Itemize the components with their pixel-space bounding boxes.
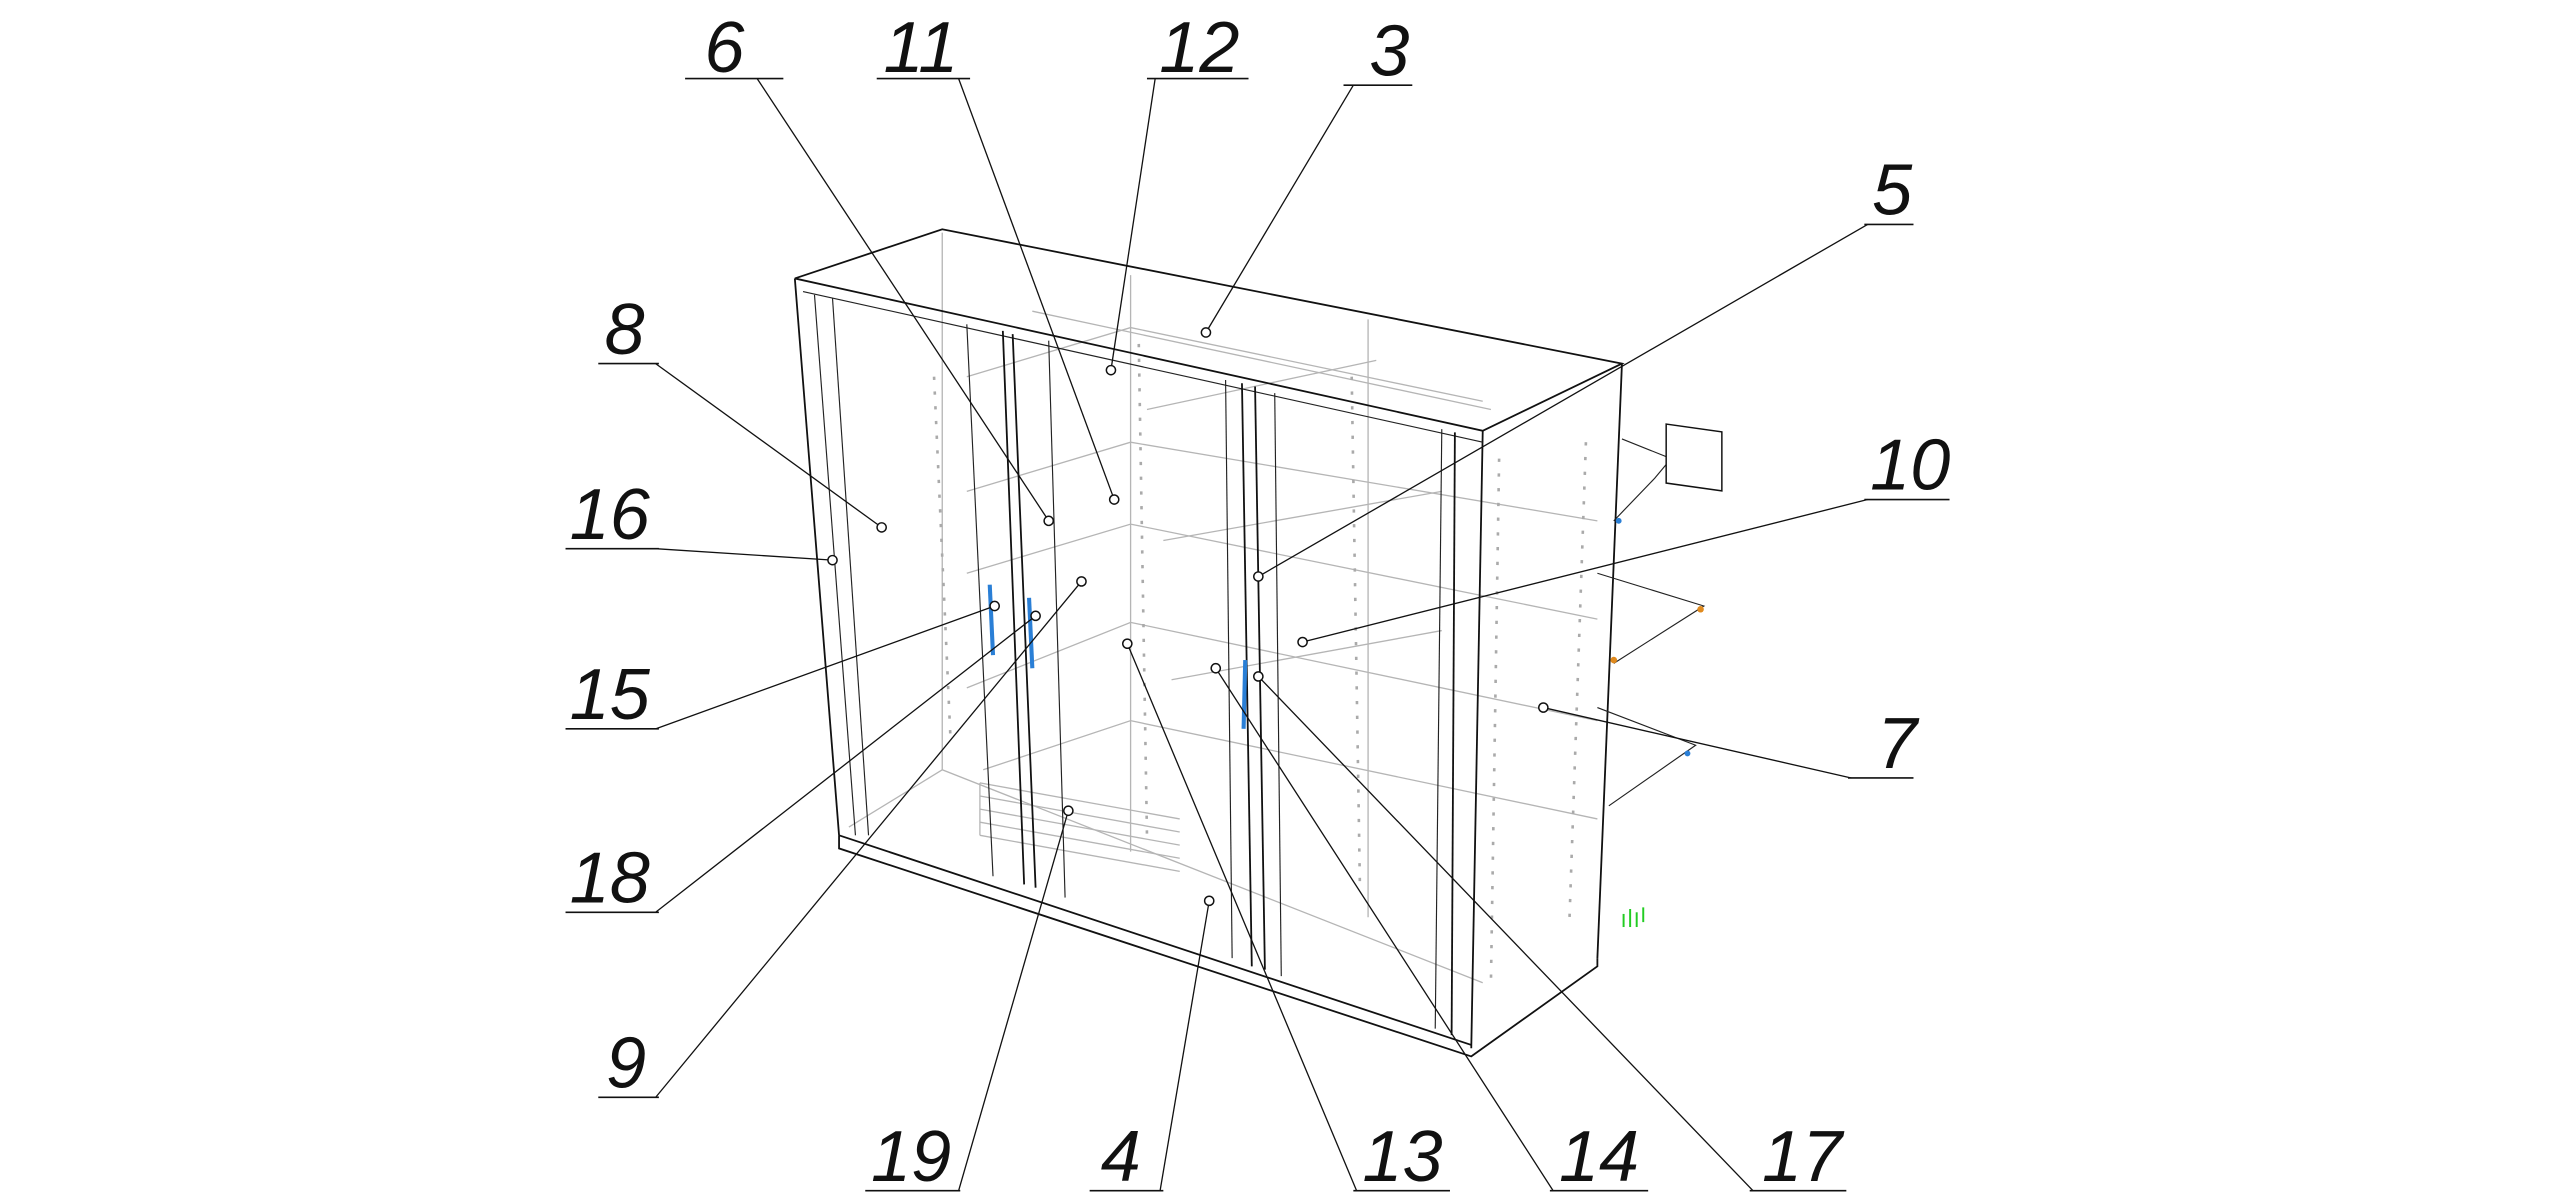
green-marker (1622, 907, 1645, 928)
callout-6: 6 (685, 8, 1055, 527)
callout-16: 16 (565, 475, 838, 566)
door-handles (987, 584, 1248, 729)
callout-12: 12 (1105, 8, 1249, 376)
vent-grille (979, 782, 1180, 872)
callout-label: 15 (570, 655, 651, 735)
callout-3: 3 (1200, 11, 1413, 338)
callout-label: 4 (1101, 1117, 1141, 1194)
callout-label: 16 (570, 475, 651, 555)
callout-18: 18 (565, 610, 1041, 918)
grid-panel (1665, 423, 1723, 492)
callout-17: 17 (1253, 671, 1847, 1194)
callout-label: 9 (606, 1024, 646, 1104)
callout-15: 15 (565, 600, 1000, 735)
callout-11: 11 (876, 8, 1120, 505)
callout-8: 8 (598, 290, 887, 533)
callout-label: 13 (1362, 1117, 1442, 1194)
callout-7: 7 (1538, 702, 1920, 784)
callout-label: 5 (1872, 151, 1913, 231)
callout-label: 11 (884, 8, 959, 88)
callout-label: 18 (570, 838, 650, 918)
cabinet (793, 228, 1723, 1058)
callout-10: 10 (1297, 426, 1950, 648)
callout-13: 13 (1121, 638, 1450, 1194)
callout-14: 14 (1210, 662, 1649, 1194)
callout-label: 6 (704, 8, 745, 88)
pull-out-shelves (1597, 423, 1723, 928)
callout-label: 3 (1369, 11, 1409, 91)
hidden-lines (848, 232, 1623, 984)
callout-19: 19 (865, 805, 1074, 1194)
callout-label: 14 (1559, 1117, 1639, 1194)
callout-label: 17 (1762, 1117, 1845, 1194)
callout-9: 9 (598, 576, 1087, 1104)
callout-label: 12 (1159, 8, 1239, 88)
callout-label: 10 (1870, 426, 1950, 506)
doors (813, 294, 1456, 1036)
callout-4: 4 (1089, 895, 1215, 1194)
callout-label: 7 (1877, 704, 1920, 784)
callout-label: 19 (871, 1117, 951, 1194)
callout-5: 5 (1253, 151, 1914, 582)
callout-label: 8 (604, 290, 644, 370)
